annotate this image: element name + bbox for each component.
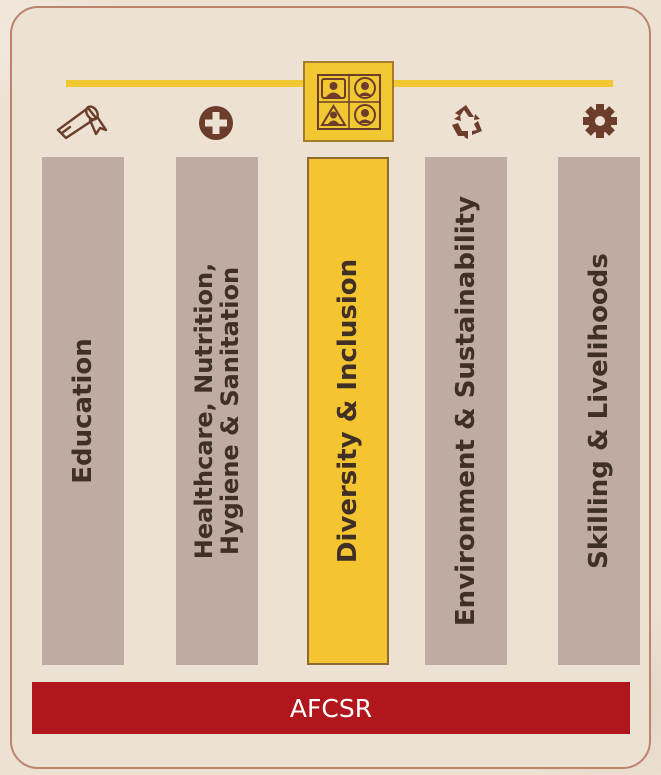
category-label: Healthcare, Nutrition, Hygiene & Sanitat… bbox=[190, 262, 245, 560]
afcsr-button[interactable]: AFCSR bbox=[32, 682, 630, 734]
category-label: Skilling & Livelihoods bbox=[584, 253, 614, 569]
category-label-line1: Healthcare, Nutrition, bbox=[190, 262, 219, 560]
category-label: Environment & Sustainability bbox=[451, 195, 481, 627]
gear-icon[interactable] bbox=[580, 101, 620, 141]
diploma-icon[interactable] bbox=[52, 100, 108, 140]
medical-plus-icon[interactable] bbox=[196, 103, 236, 143]
category-skilling[interactable]: Skilling & Livelihoods bbox=[558, 157, 640, 665]
people-group-icon[interactable] bbox=[303, 61, 394, 142]
category-label: Education bbox=[68, 338, 98, 484]
category-education[interactable]: Education bbox=[42, 157, 124, 665]
category-environment[interactable]: Environment & Sustainability bbox=[425, 157, 507, 665]
category-healthcare[interactable]: Healthcare, Nutrition, Hygiene & Sanitat… bbox=[176, 157, 258, 665]
category-diversity[interactable]: Diversity & Inclusion bbox=[307, 157, 389, 665]
afcsr-label: AFCSR bbox=[289, 693, 373, 723]
category-label: Diversity & Inclusion bbox=[333, 258, 363, 564]
recycle-icon[interactable] bbox=[446, 101, 486, 141]
category-label-line2: Hygiene & Sanitation bbox=[216, 266, 245, 556]
